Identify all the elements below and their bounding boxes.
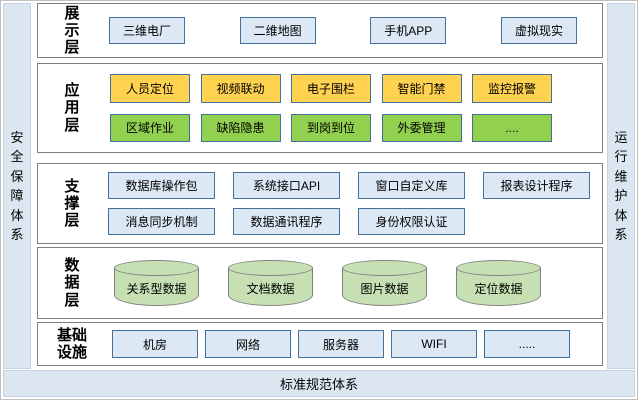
application-row-2: 区域作业 缺陷隐患 到岗到位 外委管理 .... [106,113,602,142]
layer-label-support: 支 撑 层 [64,177,80,230]
box-data-comm-program: 数据通讯程序 [233,207,340,235]
layer-data: 数 据 层 关系型数据 文档数据 [37,247,603,319]
box-window-custom-lib: 窗口自定义库 [358,172,465,200]
box-mobile-app: 手机APP [370,17,447,44]
layer-label-data: 数 据 层 [64,257,80,309]
box-video-linkage: 视频联动 [200,74,281,104]
box-3d-plant: 三维电厂 [109,17,185,44]
box-monitoring-alarm: 监控报警 [472,74,552,104]
cylinder-document-data: 文档数据 [228,260,313,306]
box-smart-access-control: 智能门禁 [381,74,462,104]
box-machine-room: 机房 [112,330,198,358]
cylinder-top [342,260,427,276]
cylinder-top [456,260,541,276]
bottom-bar-standards: 标准规范体系 [3,370,635,397]
cylinder-top [228,260,313,276]
support-row-1: 数据库操作包 系统接口API 窗口自定义库 报表设计程序 [106,172,602,200]
box-electronic-fence: 电子围栏 [291,74,371,104]
box-on-duty: 到岗到位 [291,113,371,142]
box-network: 网络 [205,330,291,358]
box-message-sync: 消息同步机制 [108,207,215,235]
layer-label-infrastructure: 基础 设施 [56,326,87,361]
layer-presentation: 展 示 层 三维电厂 二维地图 手机APP 虚拟现实 [37,3,603,58]
presentation-row: 三维电厂 二维地图 手机APP 虚拟现实 [106,17,602,44]
right-sidebar-operation-maintenance: 运 行 维 护 体 系 [607,3,635,369]
box-identity-auth: 身份权限认证 [358,207,465,235]
box-wifi: WIFI [391,330,477,358]
application-row-1: 人员定位 视频联动 电子围栏 智能门禁 监控报警 [106,74,602,104]
box-defect-hazard: 缺陷隐患 [200,113,281,142]
left-sidebar-label: 安 全 保 障 体 系 [10,129,24,243]
layer-infrastructure: 基础 设施 机房 网络 服务器 WIFI ..... [37,322,603,366]
cylinder-location-data: 定位数据 [456,260,541,306]
cylinder-top [114,260,199,276]
box-outsourcing-mgmt: 外委管理 [381,113,462,142]
box-2d-map: 二维地图 [239,17,316,44]
box-application-more: .... [472,113,552,142]
right-sidebar-label: 运 行 维 护 体 系 [614,129,628,243]
data-row: 关系型数据 文档数据 图片数据 定位数据 [106,260,602,306]
box-personnel-positioning: 人员定位 [110,74,190,104]
box-infrastructure-more: ..... [484,330,570,358]
box-server: 服务器 [298,330,384,358]
box-report-design-program: 报表设计程序 [483,172,590,200]
cylinder-image-data: 图片数据 [342,260,427,306]
bottom-bar-label: 标准规范体系 [279,377,358,392]
box-database-operation-pkg: 数据库操作包 [108,172,215,200]
layers-container: 展 示 层 三维电厂 二维地图 手机APP 虚拟现实 应 用 层 人员定位 视频… [37,1,603,373]
layer-support: 支 撑 层 数据库操作包 系统接口API 窗口自定义库 报表设计程序 消息同步机… [37,163,603,244]
support-row-2: 消息同步机制 数据通讯程序 身份权限认证 [106,207,602,235]
infrastructure-row: 机房 网络 服务器 WIFI ..... [106,330,602,358]
box-virtual-reality: 虚拟现实 [500,17,577,44]
layer-label-presentation: 展 示 层 [64,4,80,57]
box-area-work: 区域作业 [110,113,190,142]
layer-application: 应 用 层 人员定位 视频联动 电子围栏 智能门禁 监控报警 区域作业 缺陷隐患… [37,63,603,153]
cylinder-relational-data: 关系型数据 [114,260,199,306]
box-system-api: 系统接口API [233,172,340,200]
layer-label-application: 应 用 层 [64,82,80,134]
left-sidebar-security-assurance: 安 全 保 障 体 系 [3,3,31,369]
